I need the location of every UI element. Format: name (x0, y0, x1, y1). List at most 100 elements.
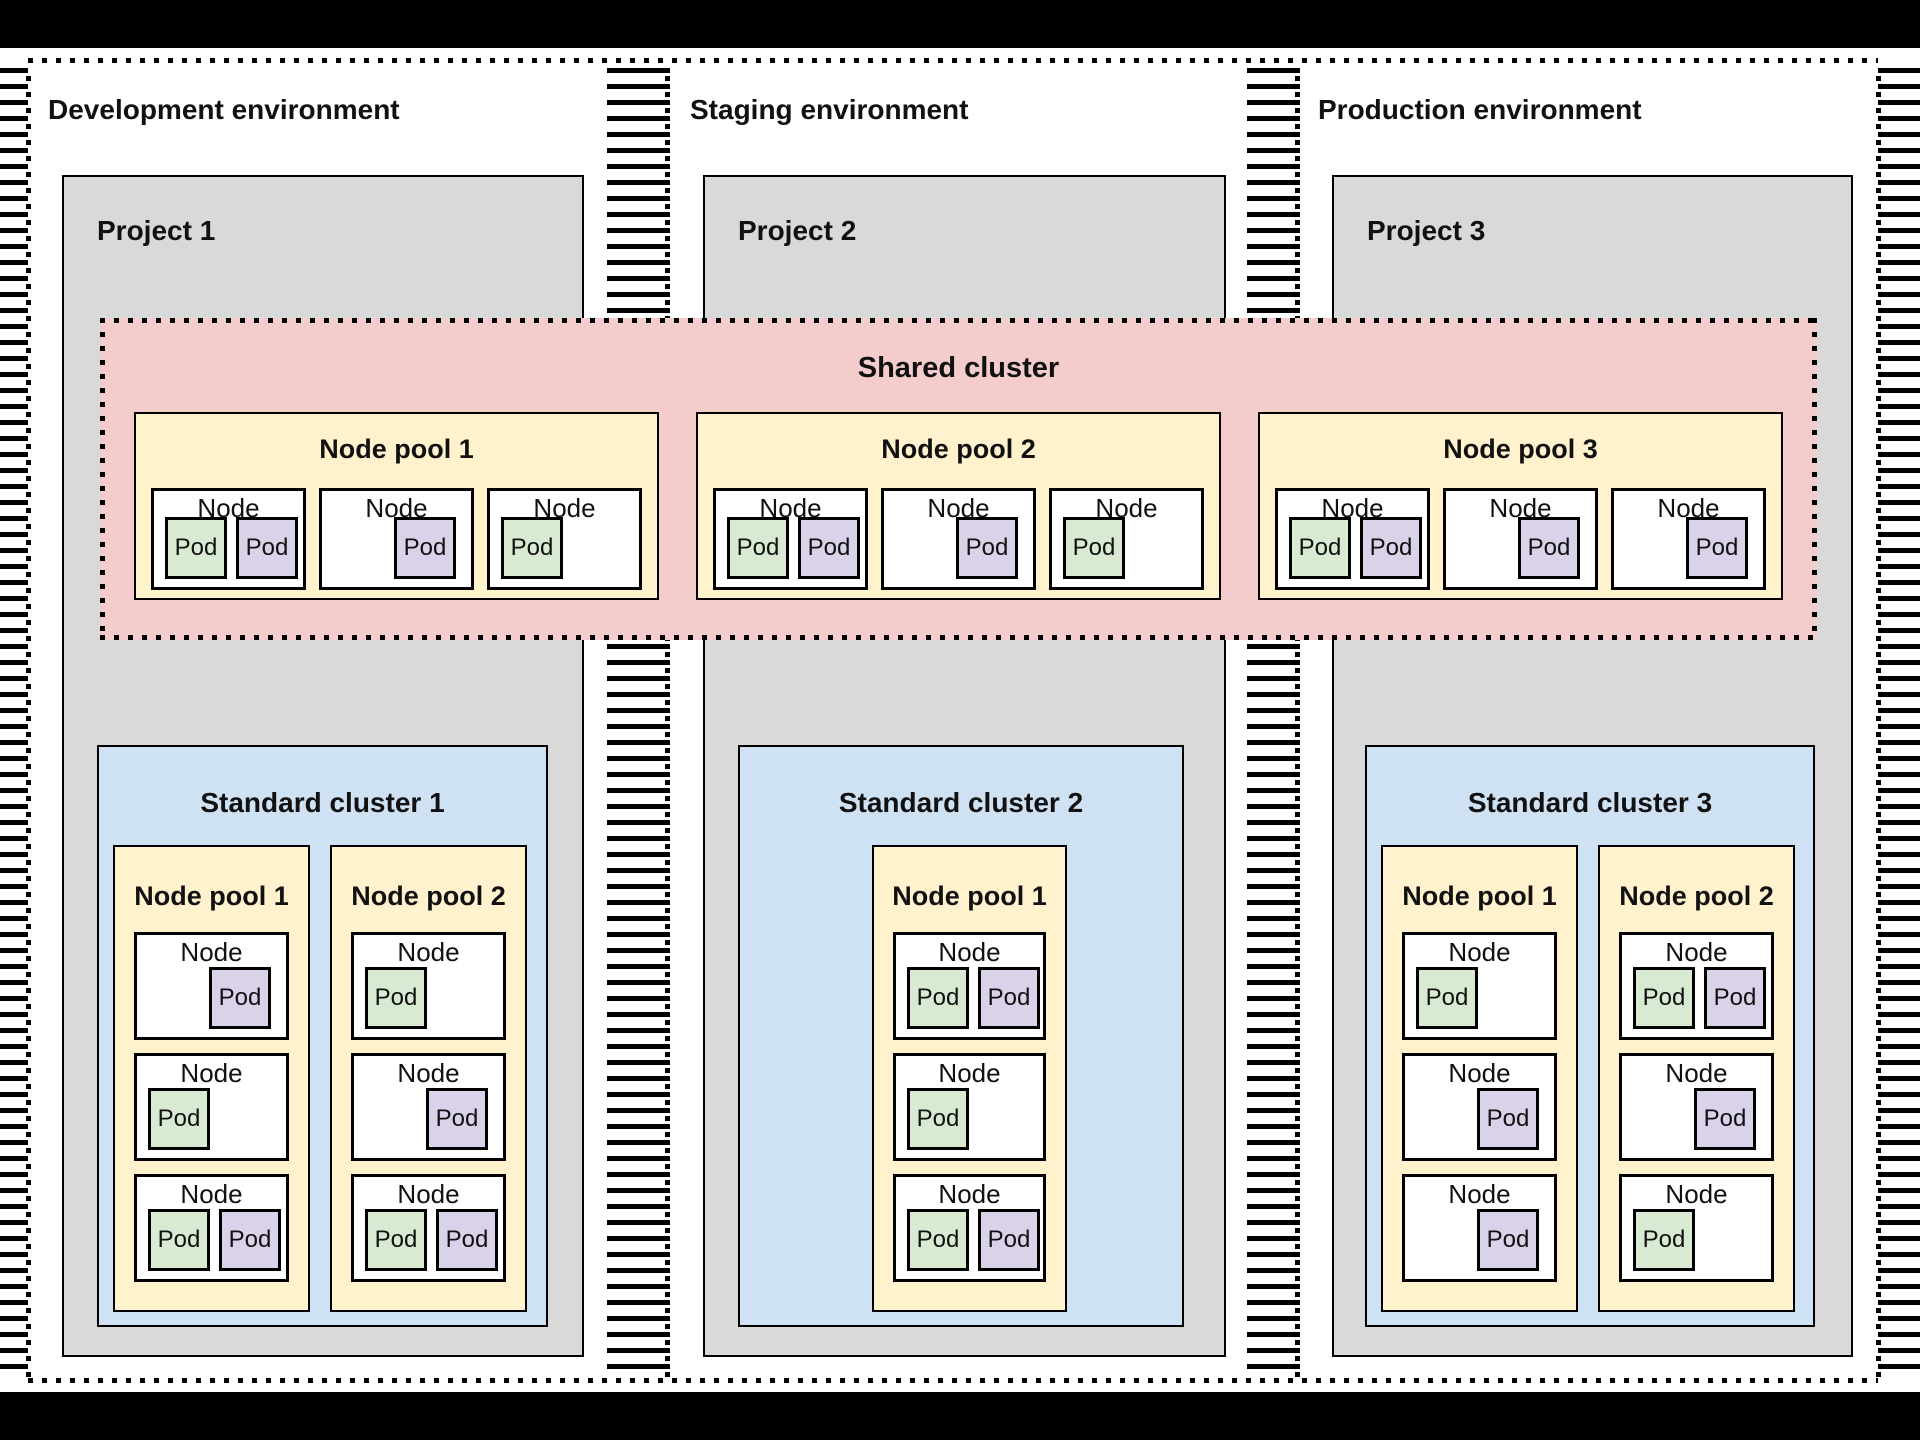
sc1-node-pool-2-title: Node pool 2 (351, 881, 506, 911)
sc2-node-pool-1-title: Node pool 1 (892, 881, 1047, 911)
project-1-label: Project 1 (97, 215, 216, 246)
node-label: Node (180, 1179, 243, 1209)
pod-box-green: Pod (365, 967, 427, 1029)
pods-row: Pod (209, 967, 271, 1029)
dashed-border-top (28, 58, 1878, 63)
node-label: Node (1665, 937, 1728, 967)
pods-row: Pod (501, 517, 563, 579)
hatched-divider-staging-prod (1247, 68, 1300, 1378)
pods-row: Pod (1686, 517, 1748, 579)
pod-box-purple: Pod (426, 1088, 488, 1150)
pods-row: Pod (148, 1088, 210, 1150)
node-label: Node (1448, 937, 1511, 967)
pod-box-green: Pod (1633, 967, 1695, 1029)
dotted-line-mid2 (1295, 68, 1300, 1378)
pod-box-purple: Pod (1686, 517, 1748, 579)
pod-box-purple: Pod (219, 1209, 281, 1271)
dashed-border-bottom (28, 1378, 1878, 1383)
pod-box-purple: Pod (956, 517, 1018, 579)
node-label: Node (397, 1058, 460, 1088)
project-2-label: Project 2 (738, 215, 857, 246)
node-label: Node (938, 1179, 1001, 1209)
pods-row: Pod (1416, 967, 1478, 1029)
pods-row: Pod (1633, 1209, 1695, 1271)
node-label: Node (1665, 1058, 1728, 1088)
hatched-edge-right (1878, 68, 1920, 1378)
standard-cluster-2-title: Standard cluster 2 (838, 787, 1084, 818)
environment-label-production: Production environment (1318, 94, 1642, 125)
pods-row: Pod (426, 1088, 488, 1150)
shared-cluster-title: Shared cluster (857, 352, 1060, 384)
shared-cluster-border-top (100, 318, 1817, 323)
environment-label-development: Development environment (48, 94, 400, 125)
environment-label-staging: Staging environment (690, 94, 969, 125)
pod-box-green: Pod (165, 517, 227, 579)
node-label: Node (397, 1179, 460, 1209)
standard-cluster-1-title: Standard cluster 1 (200, 787, 445, 818)
pod-box-green: Pod (148, 1209, 210, 1271)
shared-node-pool-1-title: Node pool 1 (319, 434, 474, 464)
pod-box-green: Pod (907, 1209, 969, 1271)
dotted-line-mid1 (665, 68, 670, 1378)
shared-node-pool-3-title: Node pool 3 (1443, 434, 1598, 464)
pod-box-green: Pod (1633, 1209, 1695, 1271)
pod-box-purple: Pod (978, 967, 1040, 1029)
pod-box-green: Pod (148, 1088, 210, 1150)
pod-box-green: Pod (1289, 517, 1351, 579)
pod-box-purple: Pod (1477, 1088, 1539, 1150)
sc1-node-pool-1-title: Node pool 1 (134, 881, 289, 911)
pod-box-green: Pod (1416, 967, 1478, 1029)
sc3-node-pool-2-title: Node pool 2 (1619, 881, 1774, 911)
project-2-box: Project 2 Standard cluster 2 Node pool 1… (703, 175, 1226, 1357)
pod-box-purple: Pod (236, 517, 298, 579)
pods-row: Pod (1694, 1088, 1756, 1150)
node-label: Node (1448, 1179, 1511, 1209)
pod-box-purple: Pod (1518, 517, 1580, 579)
pod-box-green: Pod (907, 967, 969, 1029)
hatched-edge-left (0, 68, 28, 1378)
pods-row: Pod (1477, 1088, 1539, 1150)
standard-cluster-3-title: Standard cluster 3 (1467, 787, 1713, 818)
dotted-line-right (1876, 68, 1881, 1378)
shared-node-pool-2-title: Node pool 2 (881, 434, 1036, 464)
pod-box-purple: Pod (1360, 517, 1422, 579)
node-label: Node (180, 937, 243, 967)
node-label: Node (397, 937, 460, 967)
pod-box-green: Pod (727, 517, 789, 579)
crop-band-top (0, 0, 1920, 48)
shared-cluster-border-left (100, 318, 105, 640)
node-label: Node (180, 1058, 243, 1088)
pod-box-purple: Pod (1704, 967, 1766, 1029)
pods-row: Pod (394, 517, 456, 579)
pod-box-purple: Pod (1477, 1209, 1539, 1271)
pods-row: Pod (907, 1088, 969, 1150)
